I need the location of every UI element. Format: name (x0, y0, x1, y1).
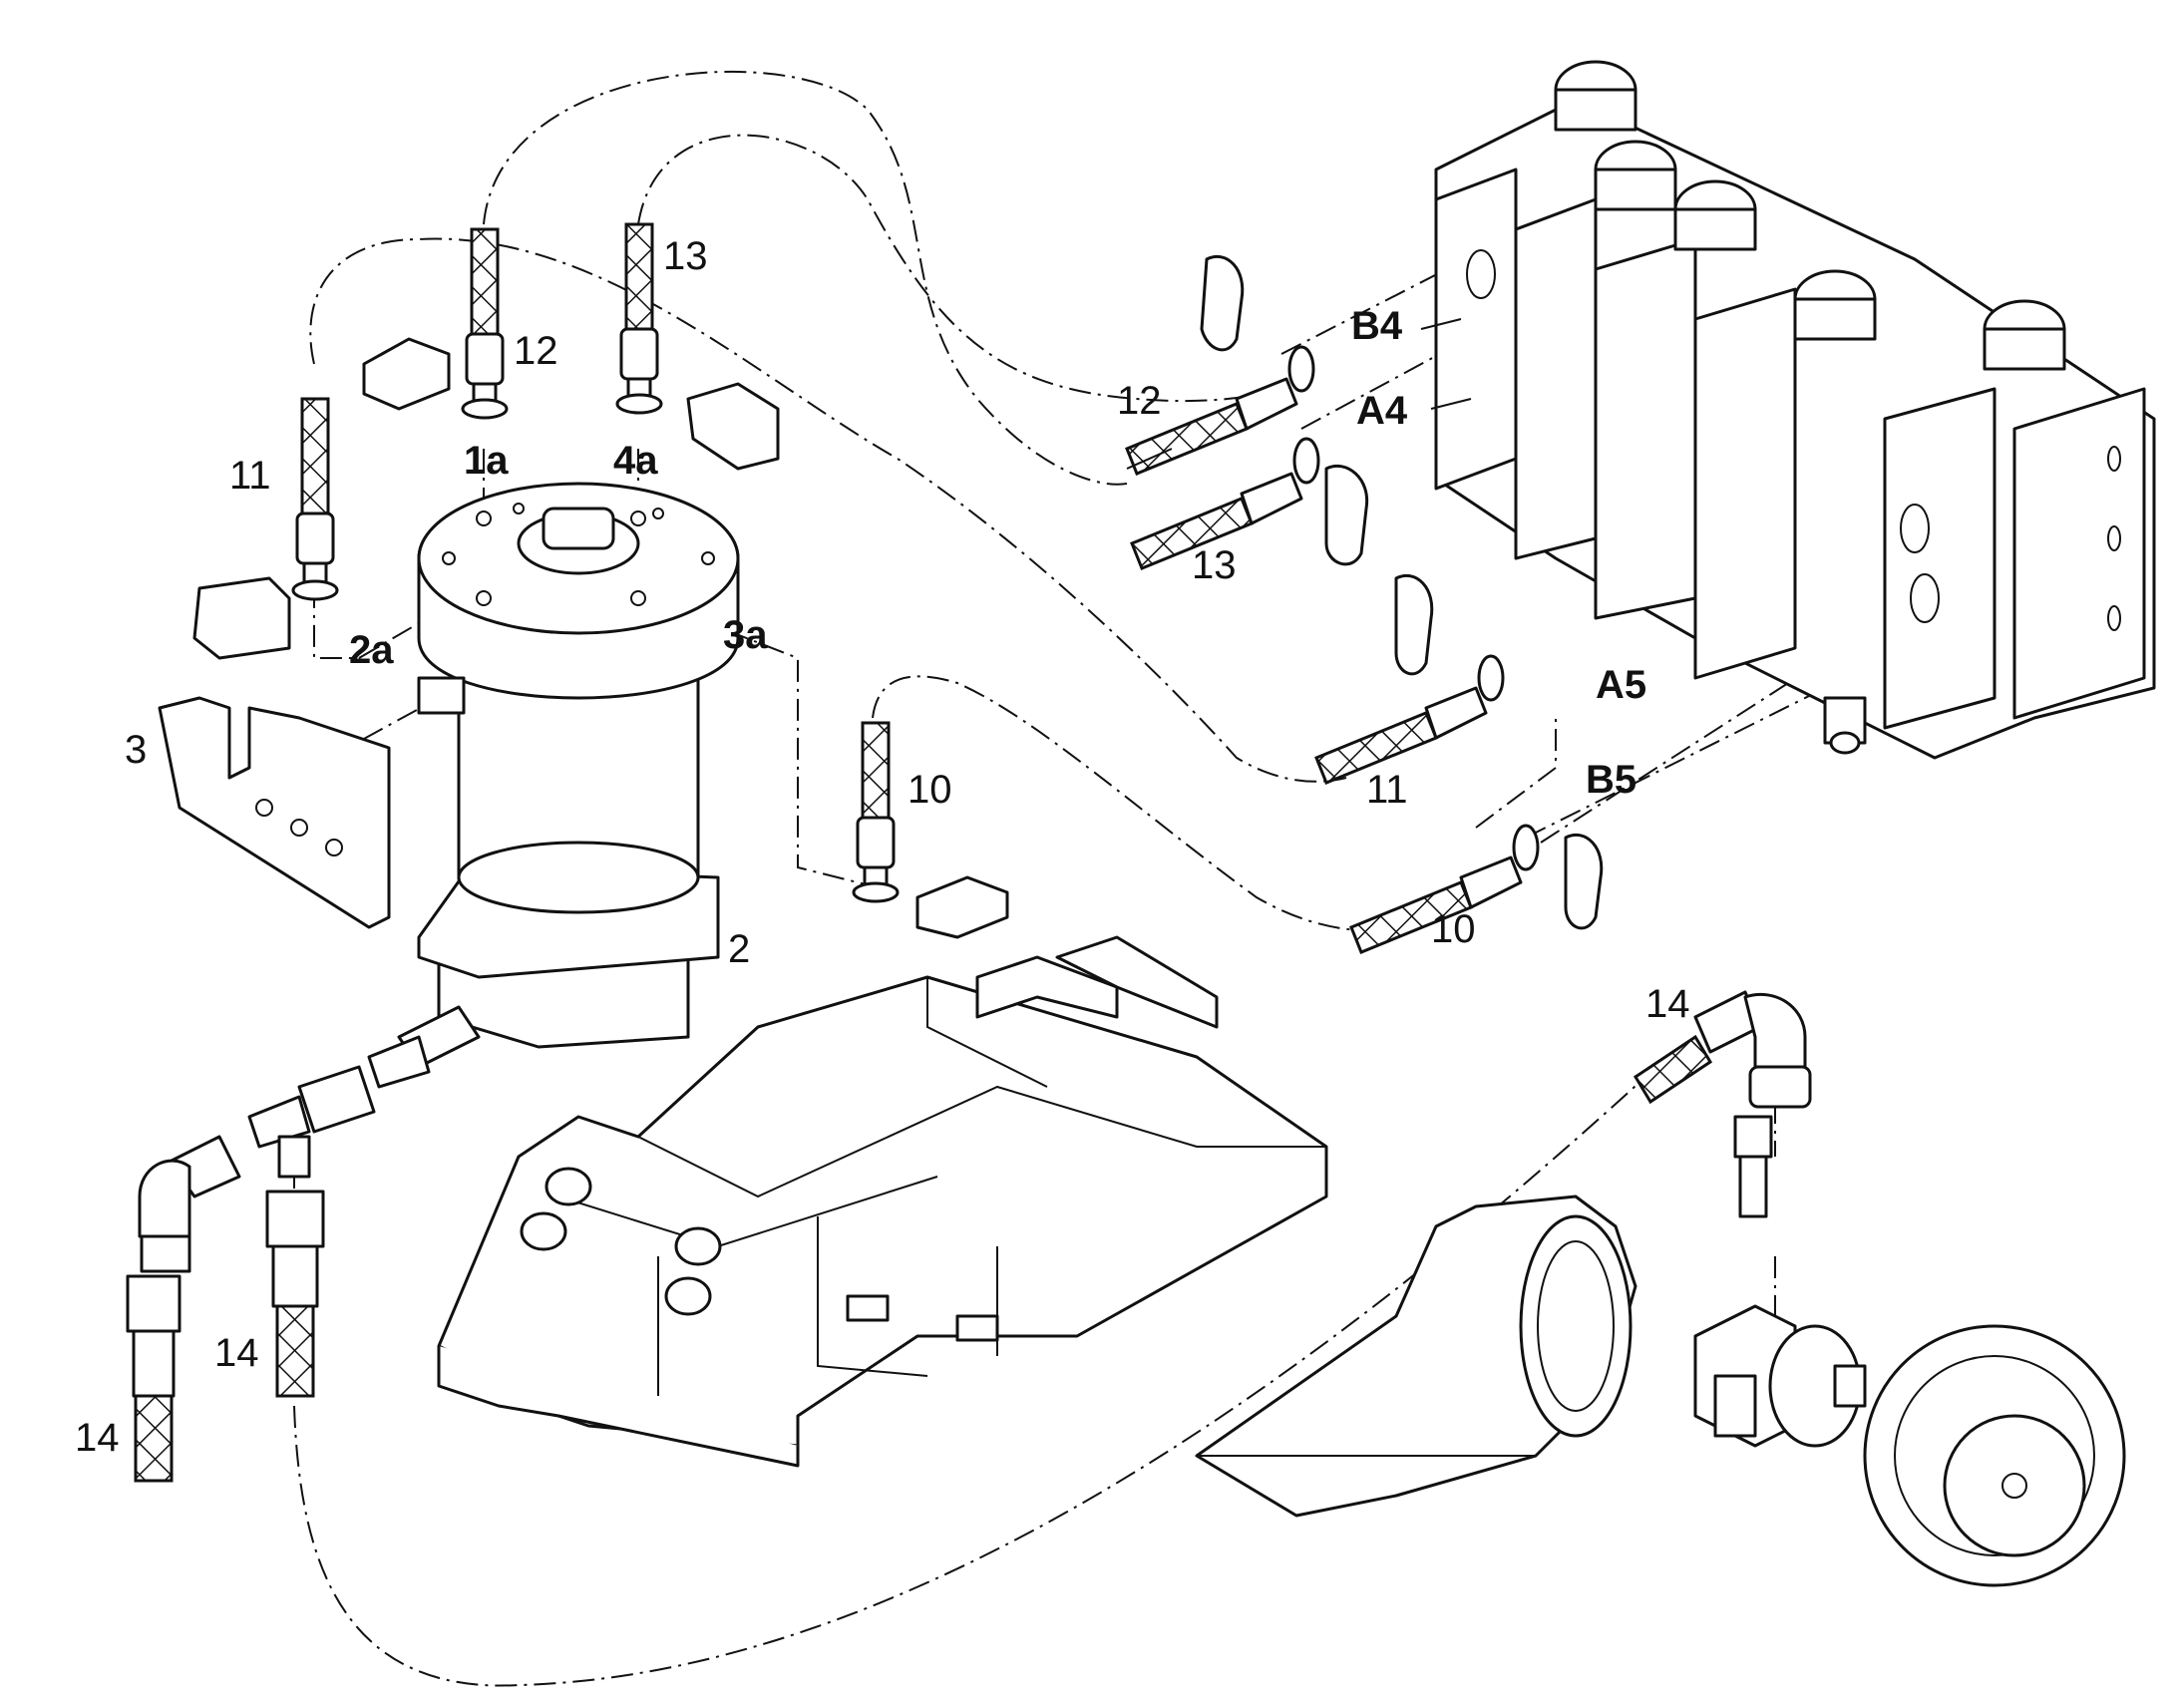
travel-motor (1693, 1115, 1867, 1448)
label-3: 3 (125, 728, 147, 772)
control-valve-block (1434, 60, 2156, 760)
label-B5: B5 (1586, 758, 1636, 802)
hose-14-right (1633, 990, 1812, 1109)
label-12-upper: 12 (514, 329, 558, 373)
label-11-upper: 11 (229, 454, 271, 498)
label-2a: 2a (349, 628, 394, 672)
label-A4: A4 (1356, 389, 1408, 433)
label-13-lower: 13 (1192, 543, 1237, 587)
track-frame (1195, 1195, 1637, 1518)
hose-14-middle (265, 1190, 325, 1398)
label-11-lower: 11 (1366, 768, 1408, 812)
lower-left-fittings (138, 1005, 481, 1273)
label-10-lower: 10 (1431, 907, 1476, 951)
hose-14-left (126, 1274, 182, 1483)
label-14-middle: 14 (214, 1331, 259, 1375)
label-4a: 4a (613, 439, 658, 483)
label-3a: 3a (723, 613, 768, 657)
hose-10-lower (1349, 824, 1540, 954)
upper-chassis-frame (437, 935, 1328, 1468)
label-14-left: 14 (75, 1416, 120, 1460)
label-13-upper: 13 (663, 234, 708, 278)
mounting-plate (158, 696, 391, 929)
label-1a: 1a (464, 439, 509, 483)
label-12-lower: 12 (1117, 379, 1162, 423)
swivel-joint (417, 482, 740, 1049)
flange-clamps (192, 254, 1604, 939)
hose-10-upper (852, 721, 900, 903)
label-A5: A5 (1596, 663, 1646, 707)
label-14-right: 14 (1645, 982, 1690, 1026)
hose-13-upper (615, 222, 663, 415)
label-2: 2 (728, 927, 750, 971)
hose-12-upper (461, 227, 509, 420)
hose-13-lower (1130, 437, 1320, 570)
label-B4: B4 (1351, 304, 1403, 348)
label-10-upper: 10 (908, 768, 952, 812)
leader-lines (1126, 318, 1472, 470)
hose-11-lower (1314, 654, 1505, 785)
hose-11-upper (291, 397, 339, 601)
part-labels: 1a 4a 2a 3a 2 3 11 12 13 10 12 13 11 10 … (75, 234, 1690, 1460)
drive-sprocket (1863, 1324, 2126, 1587)
